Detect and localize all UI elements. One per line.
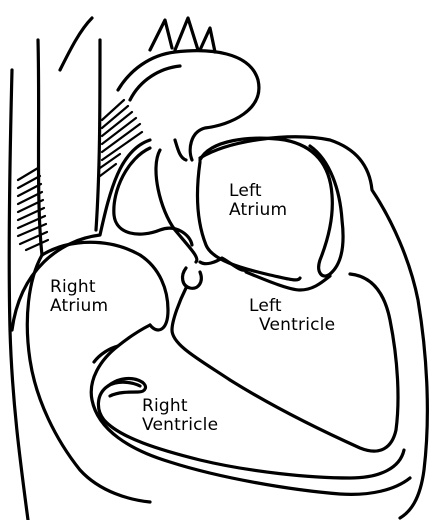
right-atrium-label-line2: Atrium — [50, 297, 108, 316]
branch-mid-right — [175, 18, 198, 50]
left-atrium-label-line2: Atrium — [229, 201, 287, 220]
aortic-valve-notch — [175, 140, 186, 160]
right-ventricle-label-line2: Ventricle — [142, 416, 218, 435]
right-atrium-label-line1: Right — [50, 278, 108, 297]
vessel-hatching-left — [18, 168, 48, 250]
vena-cava-inner-wall — [38, 40, 42, 255]
left-ventricle-label: Left Ventricle — [243, 297, 335, 335]
vena-cava-outer-wall — [9, 70, 28, 520]
pulmonary-trunk — [130, 66, 180, 100]
left-atrium-label-line1: Left — [229, 182, 287, 201]
branch-mid-left — [150, 20, 172, 50]
right-ventricle-label-line1: Right — [142, 397, 218, 416]
left-atrium-label: Left Atrium — [229, 182, 287, 220]
right-atrium-label: Right Atrium — [50, 278, 108, 316]
right-ventricle-label: Right Ventricle — [142, 397, 218, 435]
branch-left — [60, 18, 92, 70]
left-ventricle-inner — [246, 272, 330, 290]
left-ventricle-label-line2: Ventricle — [243, 316, 335, 335]
branch-right — [200, 28, 215, 52]
left-ventricle-label-line1: Left — [243, 297, 335, 316]
tricuspid-notch — [183, 268, 202, 288]
mitral-valve — [200, 258, 246, 270]
aorta-right-wall — [96, 40, 100, 230]
